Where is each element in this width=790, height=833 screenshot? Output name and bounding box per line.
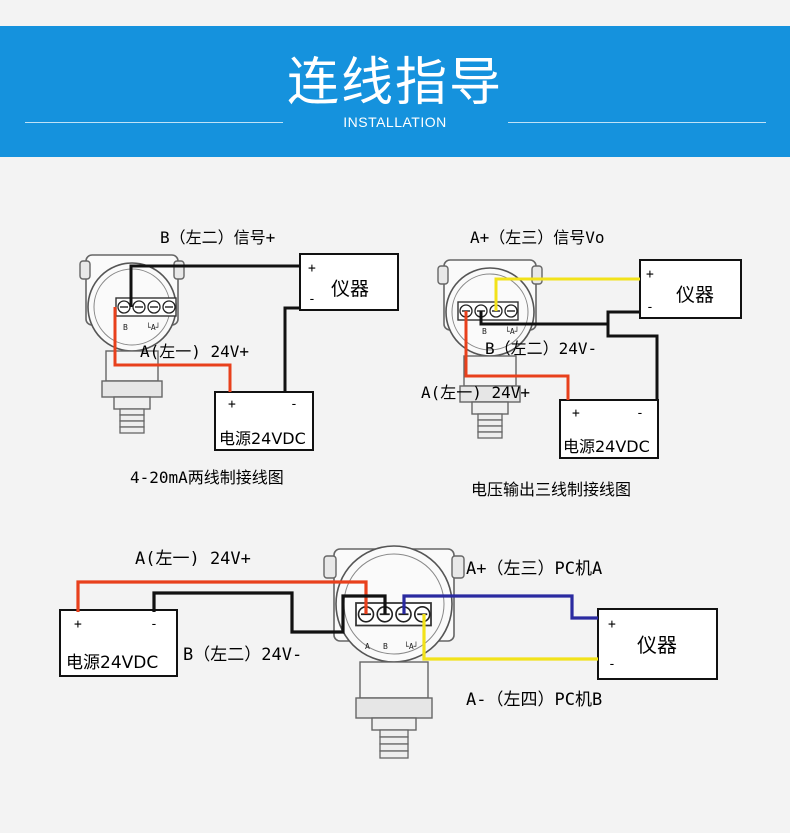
power-label-2: A(左一) 24V+ — [421, 383, 530, 402]
power-plus-1: + — [228, 397, 236, 412]
instrument-box-2 — [639, 259, 742, 319]
wire-power-3 — [76, 580, 368, 614]
power-minus-3: - — [150, 617, 158, 632]
power-box-1 — [214, 391, 314, 451]
wire-power-2 — [464, 311, 570, 400]
caption-1: 4-20mA两线制接线图 — [130, 468, 284, 487]
power-minus-1: - — [290, 397, 298, 412]
power-name-1: 电源24VDC — [219, 429, 306, 448]
wire-pca-3 — [402, 594, 598, 620]
wire-power-1 — [113, 307, 232, 392]
header-left-rule — [25, 122, 283, 123]
power-label-1: A(左一) 24V+ — [140, 342, 249, 361]
terminal-c-label-3: └A┘ — [404, 641, 418, 651]
terminal-a-label: └A┘ — [146, 322, 160, 332]
pcb-label-3: A-（左四）PC机B — [466, 690, 602, 710]
header-right-rule — [508, 122, 766, 123]
transmitter-3 — [323, 545, 465, 759]
power-name-3: 电源24VDC — [66, 653, 158, 673]
terminal-b-label: B — [123, 323, 128, 332]
instrument-box-3 — [597, 608, 718, 680]
caption-2: 电压输出三线制接线图 — [471, 480, 631, 499]
power-box-2 — [559, 399, 659, 459]
neg-label-3: B（左二）24V- — [183, 645, 302, 665]
terminal-a-label-2: └A┘ — [505, 326, 519, 336]
signal-label-2: A+（左三）信号Vo — [470, 228, 605, 247]
signal-label-1: B（左二）信号+ — [160, 228, 275, 247]
terminal-a-label-3: A — [365, 642, 370, 651]
diagram-rs485: A B └A┘ + - 电源24VDC + - 仪器 A(左一) 24V+ B（… — [59, 545, 718, 759]
diagram-three-wire: B └A┘ + - 仪器 + - 电源24VDC A+（左三）信号Vo B（左二… — [421, 228, 742, 499]
neg-label-2: B（左二）24V- — [485, 339, 597, 358]
wire-signal-2 — [494, 277, 640, 311]
instrument-plus-2: + — [646, 267, 654, 282]
page-title: 连线指导 — [286, 53, 503, 113]
instrument-box-1 — [299, 253, 399, 311]
wire-neg-3 — [152, 591, 387, 634]
wire-pcb-3 — [422, 614, 598, 661]
power-box-3 — [59, 609, 178, 677]
wire-signal-1 — [129, 264, 300, 307]
power-plus-3: + — [74, 617, 82, 632]
diagram-two-wire: B └A┘ + - 仪器 + - 电源24VDC B（左二）信号+ A(左一) … — [79, 228, 399, 487]
pca-label-3: A+（左三）PC机A — [466, 559, 602, 579]
power-plus-2: + — [572, 406, 580, 421]
instrument-plus-1: + — [308, 261, 316, 276]
terminal-block-1 — [115, 297, 177, 317]
instrument-name-1: 仪器 — [331, 278, 369, 300]
wire-neg-power-2 — [606, 324, 659, 400]
power-name-2: 电源24VDC — [563, 437, 650, 456]
header-banner: 连线指导 INSTALLATION — [0, 26, 790, 157]
power-label-3: A(左一) 24V+ — [135, 549, 251, 569]
instrument-minus-1: - — [308, 292, 316, 307]
instrument-minus-3: - — [608, 657, 616, 672]
terminal-b-label-2: B — [482, 327, 487, 336]
terminal-b-label-3: B — [383, 642, 388, 651]
power-minus-2: - — [636, 406, 644, 421]
instrument-plus-3: + — [608, 617, 616, 632]
instrument-name-2: 仪器 — [676, 284, 714, 306]
page-subtitle: INSTALLATION — [343, 114, 447, 130]
instrument-minus-2: - — [646, 300, 654, 315]
wire-return-1 — [283, 306, 300, 392]
instrument-name-3: 仪器 — [637, 633, 677, 657]
